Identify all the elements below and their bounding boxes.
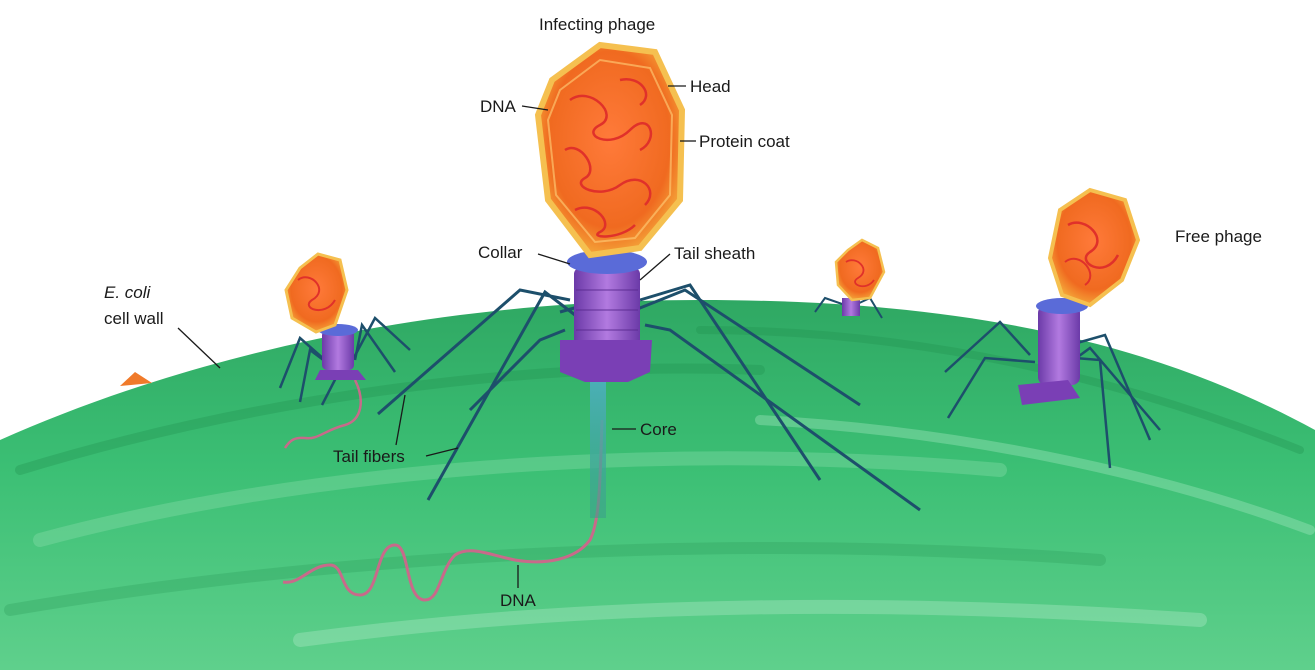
main-phage-head xyxy=(538,45,682,255)
label-tail-sheath: Tail sheath xyxy=(674,244,755,263)
label-dna-bottom: DNA xyxy=(500,591,537,610)
label-protein-coat: Protein coat xyxy=(699,132,790,151)
main-base-plate xyxy=(560,340,652,382)
label-ecoli: E. coli xyxy=(104,283,152,302)
phage-core xyxy=(590,378,606,518)
label-dna-top: DNA xyxy=(480,97,517,116)
label-infecting-phage: Infecting phage xyxy=(539,15,655,34)
partial-phage-head xyxy=(120,372,152,386)
label-head: Head xyxy=(690,77,731,96)
label-core: Core xyxy=(640,420,677,439)
label-tail-fibers: Tail fibers xyxy=(333,447,405,466)
label-collar: Collar xyxy=(478,243,523,262)
label-free-phage: Free phage xyxy=(1175,227,1262,246)
label-cell-wall: cell wall xyxy=(104,309,164,328)
